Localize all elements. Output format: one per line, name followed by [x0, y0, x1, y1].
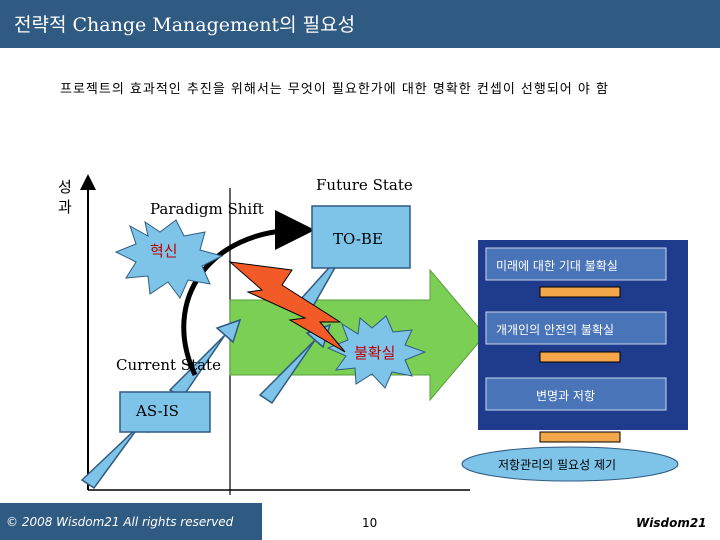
uncertainty-burst — [326, 315, 427, 389]
lightning-bolt — [228, 261, 346, 353]
issue-connectors — [539, 286, 621, 443]
footer-bar — [0, 503, 262, 540]
current-state-label: Current State — [116, 356, 221, 374]
intro-text: 프로젝트의 효과적인 추진을 위해서는 무엇이 필요한가에 대한 명확한 컨셉이… — [60, 82, 609, 97]
to-be-box — [311, 205, 411, 269]
issue-label-1: 미래에 대한 기대 불확실 — [496, 259, 618, 273]
copyright-text: © 2008 Wisdom21 All rights reserved — [6, 515, 234, 529]
issue-label-3: 변명과 저항 — [536, 389, 596, 403]
as-is-label: AS-IS — [136, 402, 179, 420]
step-arrow-2 — [168, 318, 242, 400]
paradigm-shift-label: Paradigm Shift — [150, 200, 264, 218]
page-title: 전략적 Change Management의 필요성 — [14, 14, 356, 36]
innovation-burst — [114, 219, 224, 299]
issue-label-2: 개개인의 안전의 불확실 — [496, 323, 615, 337]
future-state-label: Future State — [316, 176, 413, 194]
issue-box-3 — [485, 377, 667, 411]
conclusion-oval — [461, 446, 679, 482]
page-number: 10 — [362, 516, 378, 530]
issue-box-2 — [485, 311, 667, 345]
y-axis-label-line2: 과 — [58, 198, 72, 216]
uncertainty-label: 불확실 — [354, 344, 396, 362]
to-be-label: TO-BE — [333, 230, 383, 248]
title-bar — [0, 0, 720, 48]
y-axis-label-line1: 성 — [58, 178, 72, 196]
brand-name: Wisdom21 — [636, 516, 707, 530]
innovation-label: 혁신 — [150, 242, 178, 260]
as-is-box — [119, 391, 211, 433]
issue-box-1 — [485, 247, 667, 281]
conclusion-label: 저항관리의 필요성 제기 — [498, 458, 617, 472]
